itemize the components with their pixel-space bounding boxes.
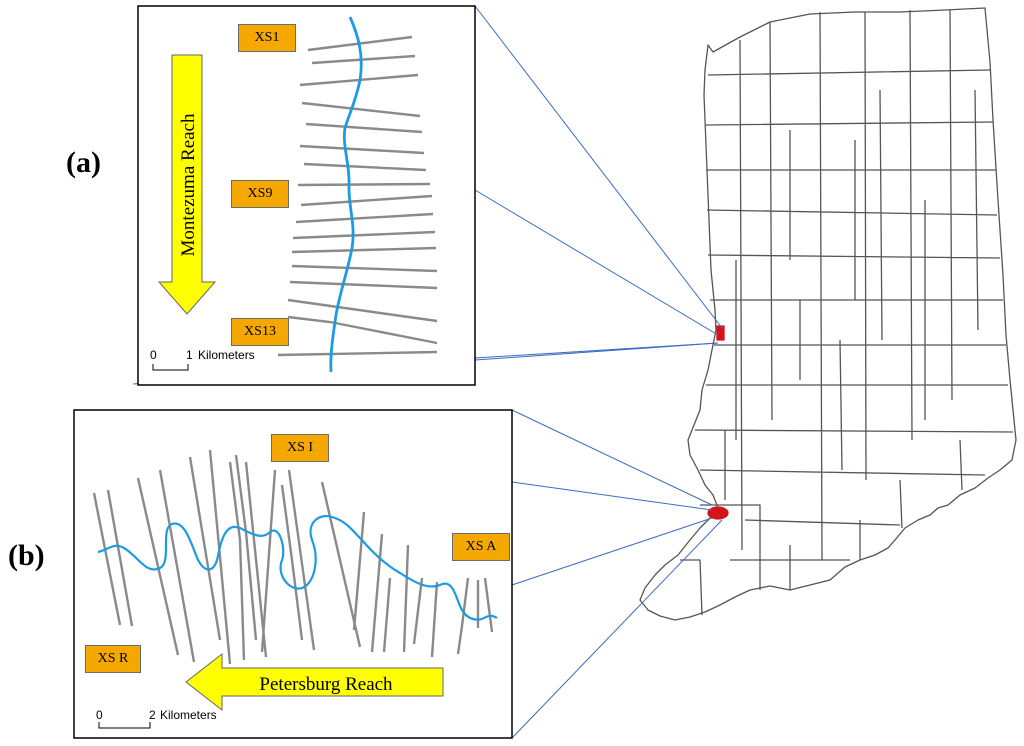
petersburg-reach-label: Petersburg Reach <box>259 674 393 695</box>
inset-a-montezuma: Montezuma Reach <box>137 5 476 386</box>
inset-a-scale-value: 1 <box>186 348 193 362</box>
petersburg-direction-arrow: Petersburg Reach <box>185 652 444 712</box>
xs13-label: XS13 <box>231 318 289 346</box>
inset-a-river <box>329 16 363 373</box>
petersburg-site-marker <box>707 506 729 520</box>
inset-b-cross-sections <box>92 449 494 665</box>
inset-a-scale-zero: 0 <box>150 348 157 362</box>
indiana-county-map <box>639 7 1017 621</box>
xs-r-label: XS R <box>85 645 141 673</box>
panel-b-label: (b) <box>8 539 45 572</box>
montezuma-direction-arrow: Montezuma Reach <box>157 54 217 315</box>
indiana-state-outline <box>639 7 1017 621</box>
inset-b-scale-zero: 0 <box>96 708 103 722</box>
inset-b-scale-unit: Kilometers <box>160 708 217 722</box>
inset-a-cross-sections <box>277 35 438 357</box>
inset-b-river <box>97 515 498 621</box>
xs-a-label: XS A <box>452 533 510 561</box>
xs9-label: XS9 <box>231 180 289 208</box>
inset-b-scale-value: 2 <box>149 708 156 722</box>
xs1-label: XS1 <box>238 24 296 52</box>
inset-b-scale-bar <box>98 722 151 729</box>
inset-b-petersburg: Petersburg Reach <box>73 409 513 739</box>
xs-i-label: XS I <box>271 434 329 462</box>
county-borders <box>680 9 1014 616</box>
montezuma-reach-label: Montezuma Reach <box>178 113 199 256</box>
montezuma-site-marker <box>716 325 725 341</box>
inset-a-scale-bar <box>152 364 189 371</box>
inset-a-scale-unit: Kilometers <box>198 348 255 362</box>
panel-a-label: (a) <box>66 146 101 179</box>
